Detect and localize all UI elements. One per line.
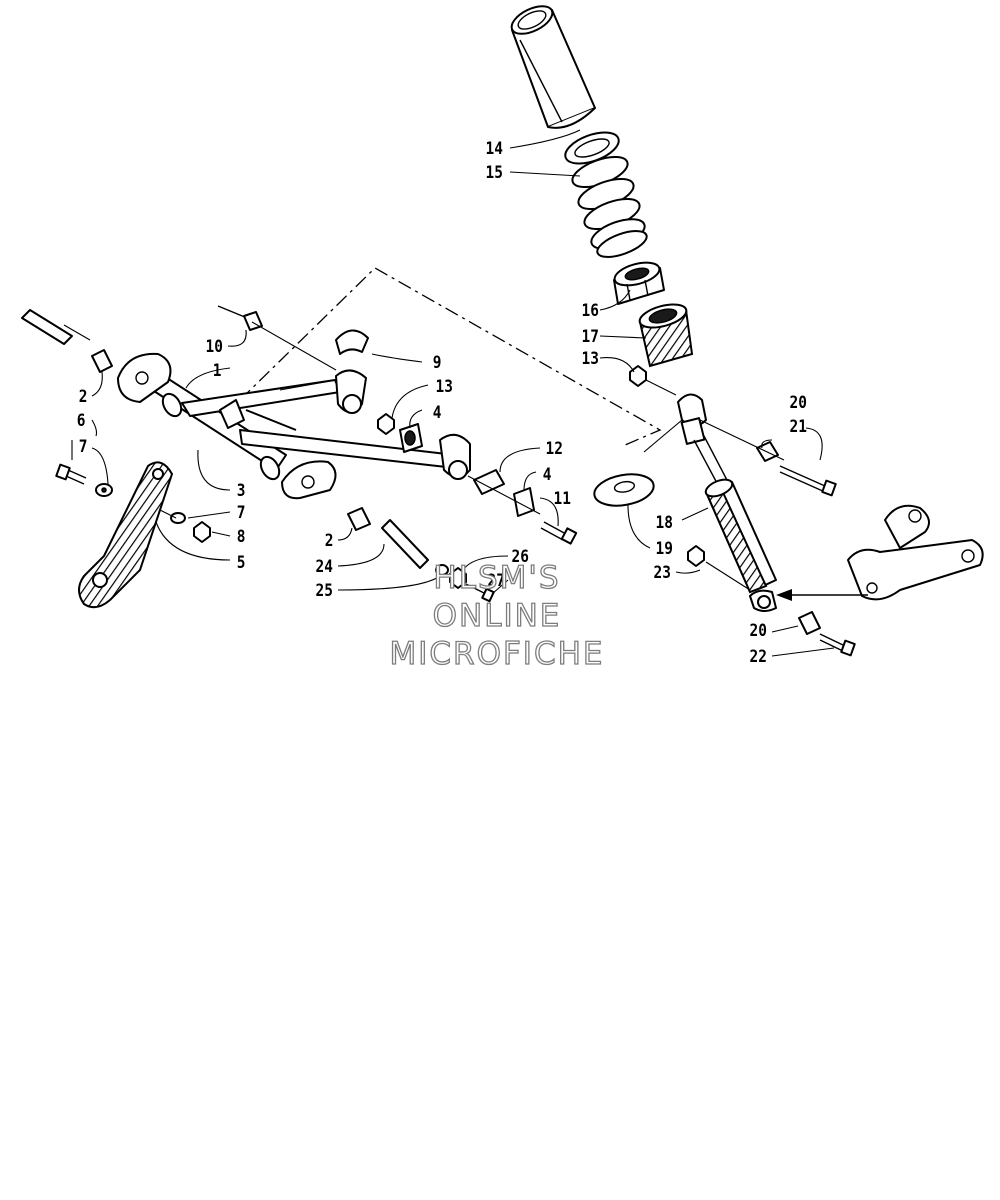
callout-4: 4 [433, 402, 442, 422]
callout-5: 5 [237, 552, 246, 572]
left-bolt [55, 463, 87, 485]
callout-8: 8 [237, 526, 246, 546]
callout-21: 21 [790, 416, 807, 436]
left-shaft [21, 309, 113, 373]
lower-shaft [381, 519, 429, 569]
center-lock-nut [377, 413, 395, 435]
callout-25: 25 [316, 580, 333, 600]
lower-bushing-clamp [439, 433, 471, 480]
left-washer [95, 483, 113, 497]
callout-13: 13 [582, 348, 599, 368]
callout-15: 15 [486, 162, 503, 182]
front-a-frame [117, 352, 456, 500]
callout-1: 1 [213, 360, 222, 380]
lower-sleeve [798, 611, 821, 635]
lower-bolt [819, 633, 856, 657]
rear-arm-linkage [847, 504, 984, 601]
callout-2: 2 [79, 386, 88, 406]
shock-absorber [677, 393, 777, 612]
lower-washer [435, 564, 449, 576]
grease-fitting [217, 305, 263, 331]
callout-26: 26 [512, 546, 529, 566]
steering-arm [78, 461, 174, 609]
upper-sleeve [756, 441, 779, 462]
lower-cap-screw [465, 583, 495, 603]
callout-16: 16 [582, 300, 599, 320]
spring-adjuster-nut [613, 261, 665, 305]
callout-10: 10 [206, 336, 223, 356]
callout-12: 12 [546, 438, 563, 458]
pivot-pin [473, 469, 505, 495]
callout-labels: 1 2 2 3 4 4 5 6 7 7 8 9 10 11 12 13 13 1… [77, 138, 807, 666]
callout-7: 7 [237, 502, 246, 522]
callout-20: 20 [750, 620, 767, 640]
right-bushing [513, 487, 535, 517]
watermark: HLSM'S ONLINE MICROFICHE [389, 559, 605, 672]
callout-20: 20 [790, 392, 807, 412]
watermark-line-2: ONLINE [433, 598, 562, 634]
bump-stop [638, 303, 694, 368]
center-bolt [540, 521, 578, 545]
arm-nut [193, 521, 211, 543]
callout-27: 27 [488, 570, 505, 590]
callout-6: 6 [77, 410, 86, 430]
direction-arrow [776, 589, 868, 601]
callout-19: 19 [656, 538, 673, 558]
lower-spacer [347, 507, 371, 531]
callout-24: 24 [316, 556, 333, 576]
center-bushing [399, 423, 423, 453]
lower-lock-nut [687, 545, 705, 567]
rubber-cap [593, 473, 655, 507]
callout-23: 23 [654, 562, 671, 582]
leader-lines [63, 129, 835, 657]
coil-spring [564, 131, 648, 258]
callout-14: 14 [486, 138, 503, 158]
callout-4: 4 [543, 464, 552, 484]
reference-dash-line [239, 267, 662, 446]
callout-22: 22 [750, 646, 767, 666]
watermark-line-1: HLSM'S [433, 560, 560, 596]
watermark-line-3: MICROFICHE [390, 636, 605, 672]
upper-bushing-clamp [335, 329, 369, 414]
shock-cover-boot [510, 5, 596, 129]
upper-bolt [779, 465, 837, 497]
callout-17: 17 [582, 326, 599, 346]
callout-7: 7 [79, 436, 88, 456]
callout-13: 13 [436, 376, 453, 396]
arm-washer [170, 512, 186, 524]
callout-2: 2 [325, 530, 334, 550]
parts-layer [21, 5, 984, 657]
callout-18: 18 [656, 512, 673, 532]
callout-11: 11 [554, 488, 571, 508]
callout-3: 3 [237, 480, 246, 500]
callout-9: 9 [433, 352, 442, 372]
lower-nut [449, 567, 467, 589]
